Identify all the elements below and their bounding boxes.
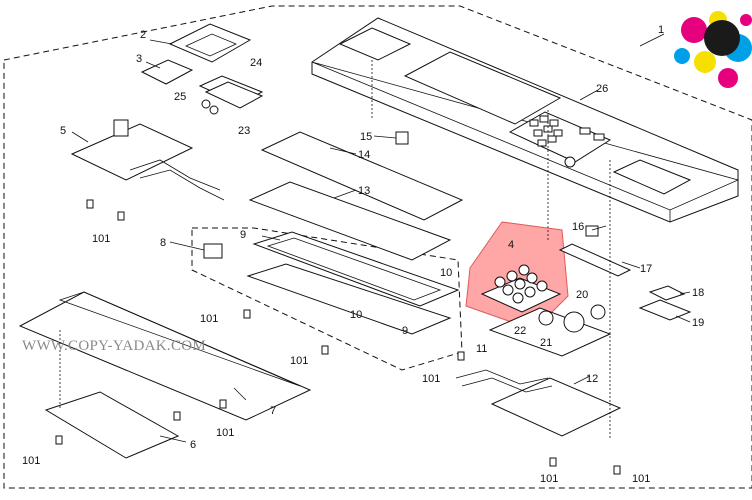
callout-1: 1: [658, 24, 664, 36]
callout-14: 14: [358, 149, 370, 161]
keypad-buttons: [529, 115, 605, 147]
keypad-rubber-part-4: [465, 221, 569, 331]
buttons-part-20-21: [538, 304, 606, 333]
sensor-part-16: [585, 225, 599, 237]
lcd-part-10: [246, 263, 452, 335]
callout-20: 20: [576, 289, 588, 301]
callout-6: 6: [190, 439, 196, 451]
callout-12: 12: [586, 373, 598, 385]
leader-lines: [71, 33, 691, 443]
sensor-part-15: [395, 131, 409, 145]
callout-22: 22: [514, 325, 526, 337]
lcd-frame-part-9: [252, 231, 460, 307]
callout-18: 18: [692, 287, 704, 299]
callout-10-center: 10: [350, 309, 362, 321]
sheet-part-13: [248, 181, 452, 261]
callout-9-bottom: 9: [402, 325, 408, 337]
sheet-part-19: [638, 299, 692, 321]
sheet-part-3: [140, 59, 194, 85]
callout-11: 11: [476, 343, 487, 355]
callout-17: 17: [640, 263, 652, 275]
callout-25: 25: [174, 91, 186, 103]
callout-5: 5: [60, 125, 66, 137]
bracket-part-17: [558, 243, 632, 277]
callout-15: 15: [360, 131, 372, 143]
callout-labels: 1 2 3 4 5 6 7 8 9 9 10 10 11 12 13 14 15…: [22, 24, 704, 485]
callout-10-right: 10: [440, 267, 452, 279]
callout-21: 21: [540, 337, 552, 349]
callout-26: 26: [596, 83, 608, 95]
callout-7: 7: [270, 405, 276, 417]
callout-4: 4: [508, 239, 514, 251]
base-plate-part-7: [18, 291, 312, 421]
callout-13: 13: [358, 185, 370, 197]
callout-101-d: 101: [422, 373, 440, 385]
callout-101-h: 101: [632, 473, 650, 485]
callout-23: 23: [238, 125, 250, 137]
glass-part-14: [260, 131, 464, 221]
brand-logo: [674, 11, 752, 88]
cover-part-2: [168, 23, 252, 63]
callout-101-e: 101: [216, 427, 234, 439]
callout-3: 3: [136, 53, 142, 65]
callout-101-c: 101: [290, 355, 308, 367]
callout-101-a: 101: [92, 233, 110, 245]
watermark-text: WWW.COPY-YADAK.COM: [22, 338, 206, 354]
callout-101-b: 101: [200, 313, 218, 325]
screws-part-101: [55, 199, 621, 475]
callout-24: 24: [250, 57, 262, 69]
callout-9-top: 9: [240, 229, 246, 241]
callout-19: 19: [692, 317, 704, 329]
connector-part-8: [203, 243, 223, 259]
callout-16: 16: [572, 221, 584, 233]
assembly-boundary: [3, 5, 752, 489]
callout-101-g: 101: [540, 473, 558, 485]
screws-part-25: [201, 99, 219, 115]
pcb-part-5: [70, 119, 225, 201]
pcb-part-12: [455, 369, 622, 437]
callout-101-f: 101: [22, 455, 40, 467]
callout-8: 8: [160, 237, 166, 249]
bracket-part-18: [648, 285, 686, 301]
board-part-6: [44, 391, 180, 459]
bracket-part-23-24: [198, 75, 264, 109]
alignment-guides: [59, 60, 611, 440]
callout-2: 2: [140, 29, 146, 41]
